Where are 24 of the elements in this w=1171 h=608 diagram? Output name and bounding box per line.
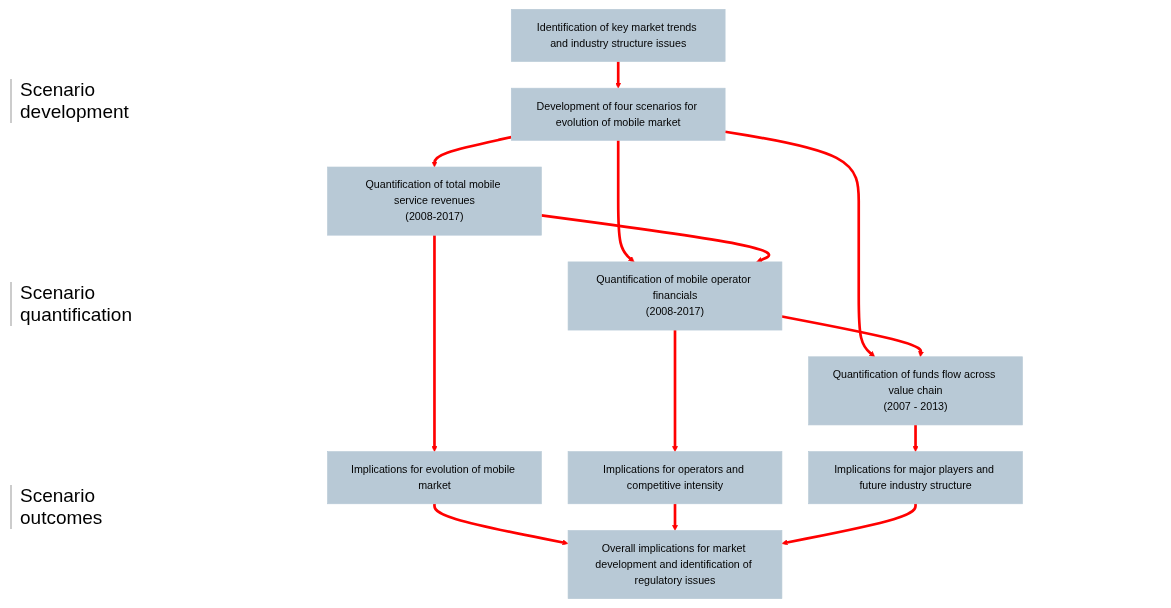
arrow	[433, 503, 569, 546]
arrow	[672, 503, 678, 531]
node-box: Identification of key market trends and industry structure issues	[510, 9, 726, 62]
arrow	[431, 135, 512, 168]
arrow	[616, 140, 635, 263]
stage-label: Scenario quantification	[10, 282, 180, 326]
node-box: Overall implications for market development and identification of regulatory issues	[567, 530, 783, 599]
arrow	[431, 235, 438, 452]
arrow	[615, 61, 622, 89]
node-box: Quantification of funds flow across value chain (2007 - 2013)	[808, 356, 1023, 426]
node-box: Quantification of total mobile service revenues (2008-2017)	[327, 166, 542, 236]
node-box: Development of four scenarios for evolution of mobile market	[510, 87, 726, 141]
stage-label: Scenario development	[10, 79, 180, 124]
arrow	[912, 424, 919, 452]
node-box: Implications for evolution of mobile market	[327, 451, 542, 505]
arrow	[541, 214, 771, 263]
node-box: Implications for operators and competitive intensity	[567, 451, 783, 505]
stage-label: Scenario outcomes	[10, 484, 180, 529]
arrow	[781, 503, 917, 546]
arrow	[781, 315, 924, 358]
arrow	[724, 130, 875, 358]
arrow	[672, 330, 678, 452]
node-box: Implications for major players and future industry structure	[808, 451, 1023, 505]
node-box: Quantification of mobile operator financials (2008-2017)	[567, 261, 783, 331]
